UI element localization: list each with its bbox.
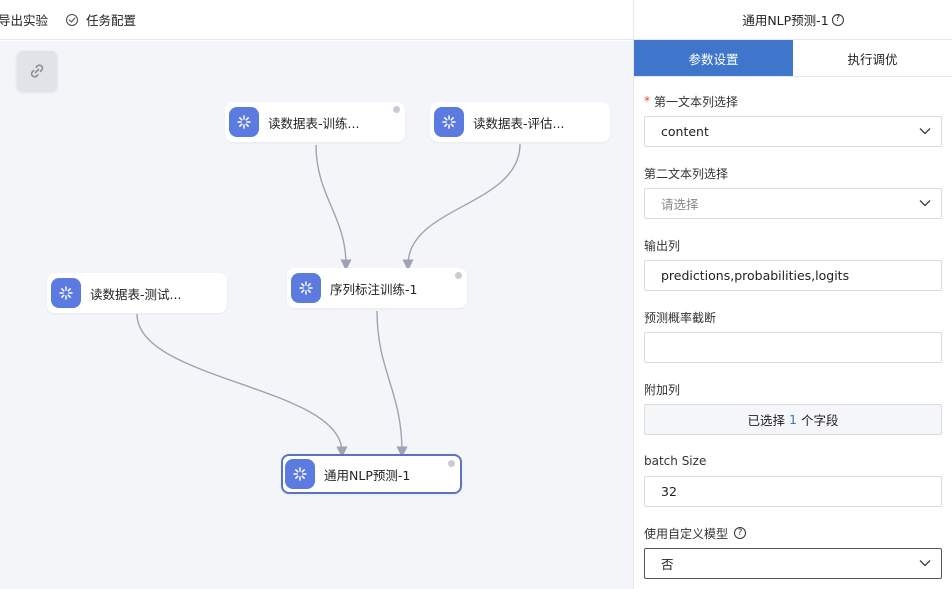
- field-second-text-col: 第二文本列选择 请选择: [644, 164, 942, 219]
- sparkle-icon: [59, 286, 73, 300]
- output-col-input[interactable]: predictions,probabilities,logits: [644, 260, 942, 291]
- node-icon: [291, 273, 321, 303]
- task-config-button[interactable]: 任务配置: [66, 10, 136, 29]
- node-icon: [285, 459, 315, 489]
- node-label: 通用NLP预测-1: [324, 467, 411, 483]
- sparkle-icon: [293, 467, 307, 481]
- node-seq-label-train[interactable]: 序列标注训练-1: [287, 268, 467, 308]
- field-label: 第二文本列选择: [644, 166, 729, 181]
- custom-model-select[interactable]: 否: [644, 548, 942, 579]
- field-label: 预测概率截断: [644, 310, 717, 325]
- panel-tabs: 参数设置 执行调优: [634, 40, 952, 77]
- node-status-dot: [448, 460, 455, 467]
- edge-seq-label-to-nlp-predict: [376, 310, 408, 458]
- field-label-text: 第一文本列选择: [654, 94, 739, 109]
- batch-size-input[interactable]: 32: [644, 476, 942, 507]
- field-label: 使用自定义模型 ?: [644, 524, 942, 542]
- second-text-col-select[interactable]: 请选择: [644, 188, 942, 219]
- export-experiment-button[interactable]: 导出实验: [0, 10, 48, 29]
- node-label: 读数据表-训练...: [268, 115, 360, 131]
- field-label: 附加列: [644, 382, 681, 397]
- node-status-dot: [455, 272, 462, 279]
- extra-col-selector[interactable]: 已选择 1 个字段: [644, 404, 942, 435]
- node-icon: [434, 107, 464, 137]
- sparkle-icon: [299, 281, 313, 295]
- link-button[interactable]: [17, 51, 57, 91]
- sparkle-icon: [237, 115, 251, 129]
- first-text-col-select[interactable]: content: [644, 116, 942, 147]
- chevron-down-icon: [919, 560, 931, 567]
- tab-tuning[interactable]: 执行调优: [847, 51, 898, 67]
- node-label: 读数据表-测试...: [90, 286, 182, 302]
- field-label-text: 使用自定义模型: [644, 526, 729, 541]
- workflow-edges: [136, 143, 521, 458]
- panel-title: 通用NLP预测-1 ?: [634, 0, 952, 40]
- node-status-dot: [393, 106, 400, 113]
- edge-read-test-to-nlp-predict: [136, 313, 348, 458]
- task-config-label: 任务配置: [86, 13, 137, 28]
- node-nlp-predict[interactable]: 通用NLP预测-1: [281, 454, 462, 494]
- node-label: 读数据表-评估...: [473, 115, 565, 131]
- select-value: content: [661, 124, 709, 139]
- edge-read-train-to-seq-label: [315, 144, 352, 271]
- select-value: 否: [661, 557, 674, 572]
- selected-suffix: 个字段: [800, 413, 839, 428]
- select-placeholder: 请选择: [661, 197, 699, 212]
- tab-params[interactable]: 参数设置: [634, 40, 793, 76]
- field-label: batch Size: [644, 454, 707, 468]
- node-label: 序列标注训练-1: [330, 281, 418, 297]
- edge-read-eval-to-seq-label: [402, 143, 521, 271]
- field-label: 输出列: [644, 238, 681, 253]
- check-circle-icon: [66, 13, 79, 26]
- selected-count: 1: [789, 412, 797, 427]
- chevron-down-icon: [919, 128, 931, 135]
- field-output-col: 输出列 predictions,probabilities,logits: [644, 236, 942, 291]
- field-custom-model: 使用自定义模型 ? 否: [644, 524, 942, 579]
- node-read-test[interactable]: 读数据表-测试...: [47, 273, 227, 313]
- canvas-toolbar: 导出实验 任务配置: [0, 0, 633, 40]
- node-icon: [51, 278, 81, 308]
- panel-title-text: 通用NLP预测-1: [742, 13, 829, 28]
- required-mark: *: [644, 94, 650, 108]
- field-label: * 第一文本列选择: [644, 92, 942, 110]
- field-extra-col: 附加列 已选择 1 个字段: [644, 380, 942, 435]
- field-prob-cutoff: 预测概率截断: [644, 308, 942, 363]
- input-value: predictions,probabilities,logits: [661, 268, 850, 283]
- help-icon[interactable]: ?: [734, 527, 747, 539]
- workflow-canvas[interactable]: 读数据表-训练... 读数据表-评估... 读数据表-测试... 序列标注训练-…: [0, 41, 633, 589]
- field-first-text-col: * 第一文本列选择 content: [644, 92, 942, 147]
- node-read-eval[interactable]: 读数据表-评估...: [430, 102, 610, 142]
- export-experiment-label: 导出实验: [0, 13, 49, 28]
- link-icon: [30, 64, 44, 78]
- sparkle-icon: [442, 115, 456, 129]
- help-icon[interactable]: ?: [831, 13, 844, 26]
- field-batch-size: batch Size 32: [644, 452, 942, 507]
- input-value: 32: [661, 484, 677, 499]
- property-panel: 通用NLP预测-1 ? 参数设置 执行调优 * 第一文本列选择 content …: [633, 0, 952, 589]
- node-icon: [229, 107, 259, 137]
- chevron-down-icon: [919, 200, 931, 207]
- node-read-train[interactable]: 读数据表-训练...: [225, 102, 405, 142]
- selected-prefix: 已选择: [747, 413, 786, 428]
- prob-cutoff-input[interactable]: [644, 332, 942, 363]
